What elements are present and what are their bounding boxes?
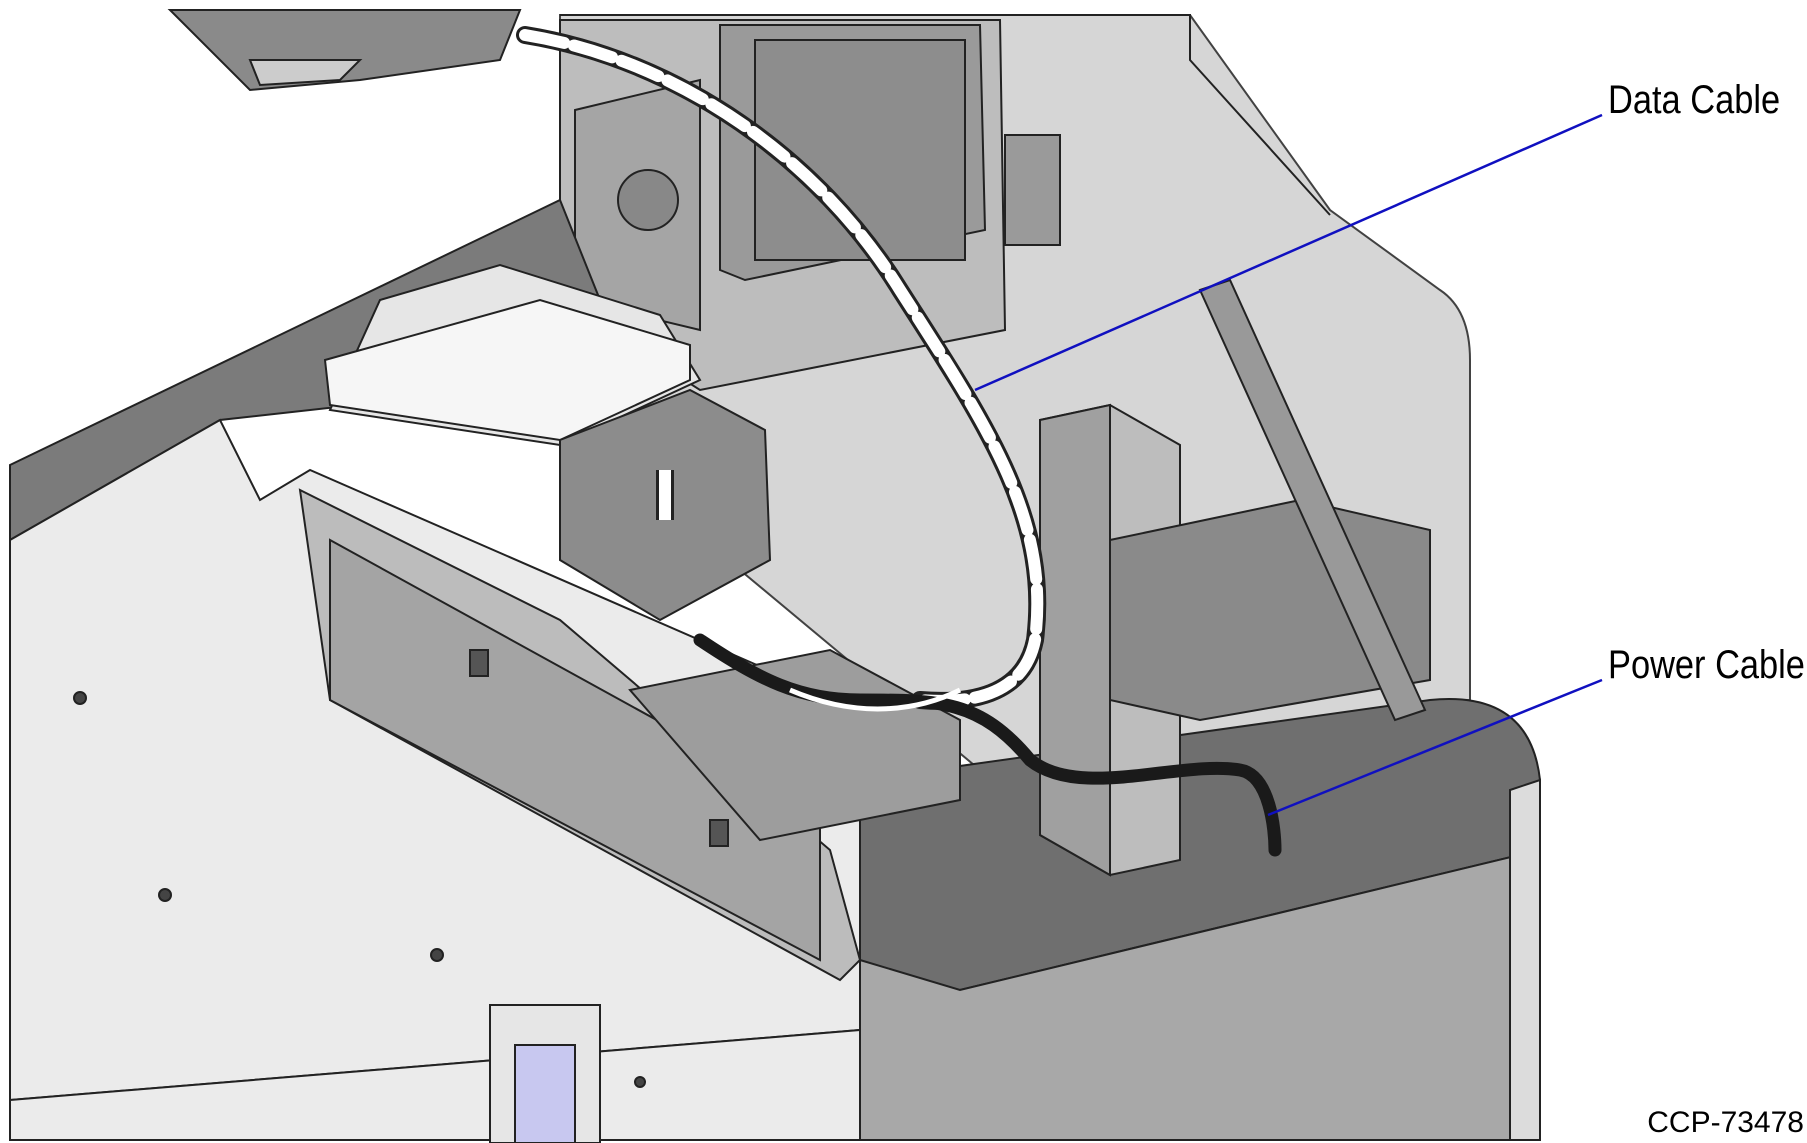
front-access-panel [73,691,646,1143]
callout-lines [974,113,1603,817]
vertical-chute [1039,278,1431,877]
data-cable [516,26,1047,710]
power-cable-leader [1267,678,1603,817]
figure-id: CCP-73478 [1647,1106,1804,1139]
hinged-display-bracket [559,19,1061,392]
power-cable [693,633,1282,857]
receipt-printer [323,263,772,622]
power-cable-label: Power Cable [1608,643,1805,687]
data-cable-label: Data Cable [1608,78,1781,122]
monitor-corner [167,9,522,92]
data-cable-leader [974,113,1603,392]
